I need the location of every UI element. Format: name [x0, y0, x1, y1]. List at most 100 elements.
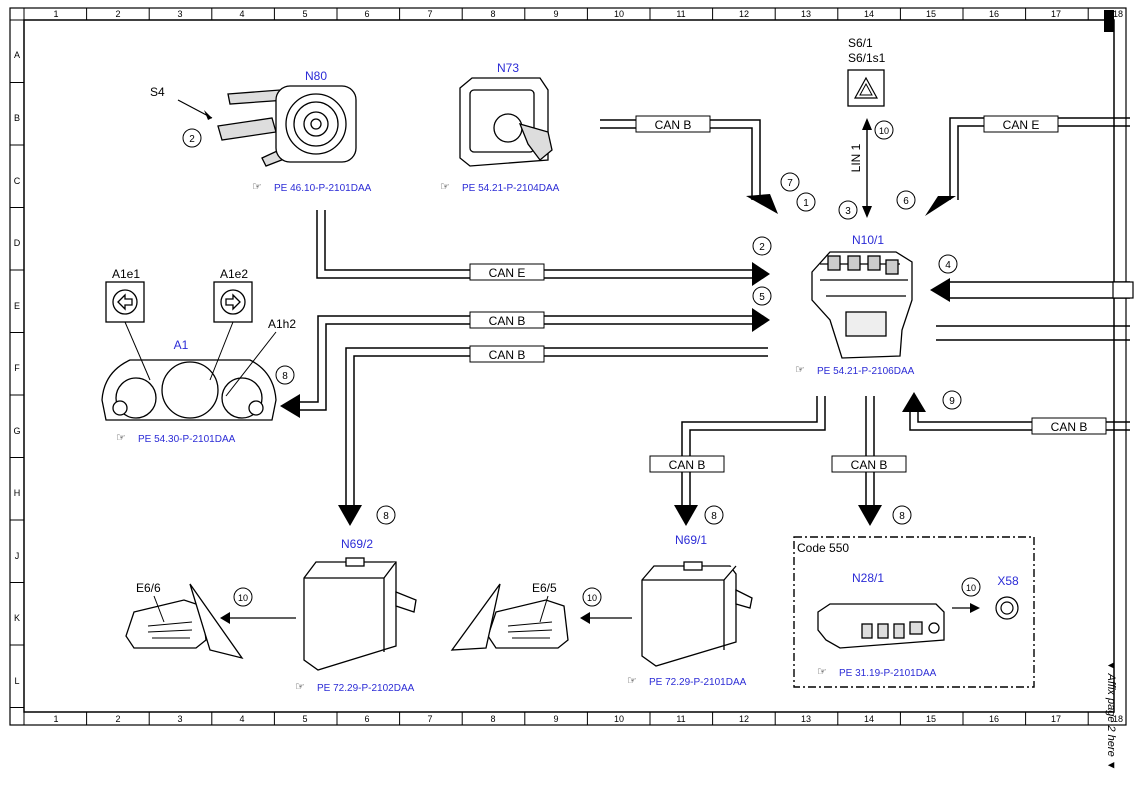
row-label: A: [14, 50, 20, 60]
callout-number: 8: [383, 511, 389, 522]
n10-module-drawing: [811, 251, 913, 359]
col-label: 1: [53, 714, 58, 724]
affix-note: ▼ Affix page 2 here ▼: [1105, 660, 1117, 771]
col-label: 17: [1051, 714, 1061, 724]
col-label: 18: [1113, 714, 1123, 724]
n28-module-drawing: [817, 603, 945, 649]
a1-label: A1: [174, 338, 189, 352]
bus-label-can-b: CAN B: [1051, 420, 1088, 434]
col-label: 11: [676, 714, 685, 724]
a1h2-label: A1h2: [268, 317, 296, 331]
ref-icon: ☞: [795, 364, 805, 376]
x58-connector-drawing: [995, 596, 1019, 620]
n73-drawing: [459, 77, 553, 167]
n73-ref: PE 54.21-P-2104DAA: [462, 183, 560, 194]
bus-label-can-e: CAN E: [489, 266, 526, 280]
callout-number: 4: [945, 260, 951, 271]
callout-number: 10: [238, 593, 248, 603]
n80-ref: PE 46.10-P-2101DAA: [274, 183, 372, 194]
row-ruler: [10, 19, 24, 708]
ref-icon: ☞: [295, 681, 305, 693]
arrowheads: [220, 118, 980, 624]
a1e2-label: A1e2: [220, 267, 248, 281]
code-550-label: Code 550: [797, 541, 849, 555]
callout-number: 10: [879, 126, 889, 136]
ref-icon: ☞: [116, 432, 126, 444]
inner-frame: [23, 19, 1115, 713]
connector-stub: [1112, 281, 1134, 299]
col-label: 9: [553, 9, 558, 19]
n10-label: N10/1: [852, 233, 884, 247]
s6-label: S6/1: [848, 36, 873, 50]
col-label: 6: [364, 9, 369, 19]
col-label: 15: [926, 9, 936, 19]
col-label: 5: [302, 714, 307, 724]
n69-1-module-drawing: [641, 561, 753, 667]
s4-label: S4: [150, 85, 165, 99]
callout-number: 8: [711, 511, 717, 522]
n69-1-ref: PE 72.29-P-2101DAA: [649, 677, 747, 688]
col-label: 15: [926, 714, 936, 724]
e66-mirror-drawing: [125, 583, 244, 660]
corner-marker: [1104, 10, 1114, 32]
n69-1-label: N69/1: [675, 533, 707, 547]
row-label: H: [14, 488, 21, 498]
bus-label-can-b: CAN B: [669, 458, 706, 472]
bus-label-can-b: CAN B: [655, 118, 692, 132]
callout-number: 6: [903, 196, 909, 207]
col-label: 13: [801, 9, 811, 19]
row-label: B: [14, 113, 20, 123]
row-label: C: [14, 176, 21, 186]
row-label: G: [13, 426, 20, 436]
callout-number: 10: [966, 583, 976, 593]
col-label: 11: [676, 9, 685, 19]
e65-label: E6/5: [532, 581, 557, 595]
callout-number: 9: [949, 396, 955, 407]
col-label: 12: [739, 714, 749, 724]
bus-lines: [300, 117, 1130, 505]
n69-2-ref: PE 72.29-P-2102DAA: [317, 683, 415, 694]
col-label: 4: [239, 714, 244, 724]
col-label: 9: [553, 714, 558, 724]
col-label: 16: [989, 9, 999, 19]
callout-number: 8: [899, 511, 905, 522]
col-label: 1: [53, 9, 58, 19]
callout-number: 7: [787, 178, 793, 189]
callout-number: 5: [759, 292, 765, 303]
callout-number: 10: [587, 593, 597, 603]
e65-mirror-drawing: [450, 583, 569, 651]
col-label: 2: [115, 9, 120, 19]
row-label: J: [15, 551, 20, 561]
row-label: F: [14, 363, 20, 373]
col-label: 3: [177, 9, 182, 19]
col-label: 12: [739, 9, 749, 19]
n73-label: N73: [497, 61, 519, 75]
a1e1-label: A1e1: [112, 267, 140, 281]
col-label: 16: [989, 714, 999, 724]
n28-label: N28/1: [852, 571, 884, 585]
row-label: L: [14, 676, 19, 686]
col-label: 18: [1113, 9, 1123, 19]
ref-icon: ☞: [252, 181, 262, 193]
col-label: 10: [614, 9, 624, 19]
col-label: 5: [302, 9, 307, 19]
hazard-switch: [847, 69, 885, 107]
callout-number: 8: [282, 371, 288, 382]
n80-label: N80: [305, 69, 327, 83]
callout-number: 3: [845, 206, 851, 217]
col-label: 6: [364, 714, 369, 724]
bus-label-can-b: CAN B: [489, 314, 526, 328]
col-label: 7: [427, 714, 432, 724]
n69-2-label: N69/2: [341, 537, 373, 551]
bus-label-lin: LIN 1: [849, 143, 863, 172]
e66-label: E6/6: [136, 581, 161, 595]
callout-number: 2: [759, 242, 765, 253]
row-label: E: [14, 301, 20, 311]
col-label: 13: [801, 714, 811, 724]
bus-label-can-b: CAN B: [489, 348, 526, 362]
callout-number: 1: [803, 198, 809, 209]
col-label: 10: [614, 714, 624, 724]
col-label: 8: [490, 9, 495, 19]
col-label: 2: [115, 714, 120, 724]
